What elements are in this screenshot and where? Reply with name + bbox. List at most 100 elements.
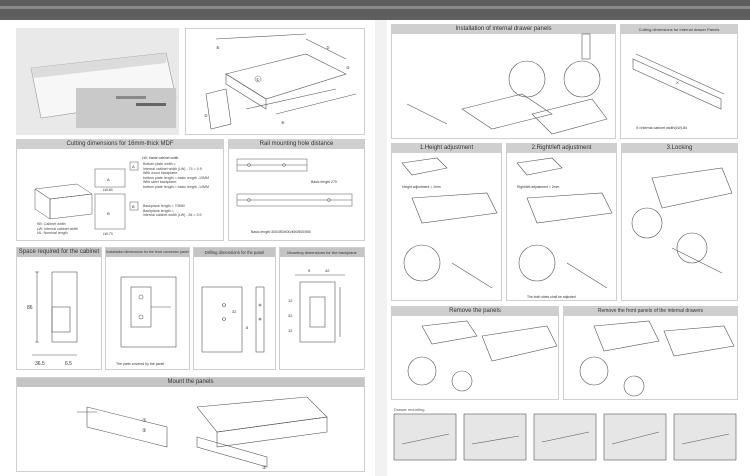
internal-install-panel: Installation of internal drawer panels xyxy=(391,24,616,139)
b-tag: B xyxy=(132,204,135,209)
part-5-label: ⑤ xyxy=(204,113,208,118)
rail-mounting-title: Rail mounting hole distance xyxy=(229,140,364,149)
connector-note: The parts covered by the panel xyxy=(116,362,164,366)
a-note-4: With steel backplane: xyxy=(143,180,178,184)
locking-diagram xyxy=(631,167,733,274)
basic-length-270: Basic length 270 xyxy=(311,180,337,184)
backplane-title: Mounting dimensions for the backplane xyxy=(280,248,364,257)
bp-a: 9 xyxy=(308,268,311,273)
exploded-drawer-diagram: ① ② ③ ④ ⑤ ⑥ xyxy=(204,33,357,130)
a-note-1: Internal cabinet width (LW) - 74 = 0.9 xyxy=(143,166,202,171)
cutting-internal-title: Cutting dimensions for internal drawer P… xyxy=(621,25,737,34)
a-tag: A xyxy=(132,164,135,169)
a-note-0: Bottom plate width = xyxy=(143,162,176,166)
backplane-diagram: 9 42 12 32 12 xyxy=(288,268,345,343)
top-bar xyxy=(0,0,750,20)
backplane-panel: Mounting dimensions for the backplane 9 … xyxy=(279,247,365,370)
legend-kb: KB: Cabinet width xyxy=(37,222,66,226)
drilling-panel: Drilling dimensions for the panel 32 8 xyxy=(193,247,276,370)
rail-mounting-panel: Rail mounting hole distance Basic length… xyxy=(228,139,365,241)
x-label: X xyxy=(676,80,679,85)
exploded-drawer-panel: ① ② ③ ④ ⑤ ⑥ xyxy=(185,28,365,135)
a-note-5: bottom plate length = basic length -14MM xyxy=(143,184,210,189)
b-notes: Backplane length = 70MM Backplane length… xyxy=(143,204,202,218)
height-adjustment-diagram: Height adjustment = 2mm xyxy=(401,157,498,289)
lw-note: LW: Inside cabinet width xyxy=(142,156,179,160)
remove-panels-diagram xyxy=(407,320,558,392)
space-required-title: Space required for the cabinet xyxy=(17,248,101,257)
drill-a: 32 xyxy=(232,309,237,314)
space-h: 86 xyxy=(27,305,33,311)
remove-panels-title: Remove the panels xyxy=(392,307,558,316)
space-required-panel: Space required for the cabinet 86 36.5 6… xyxy=(16,247,102,370)
rl-adjustment-title: 2.Right/left adjustment xyxy=(507,144,616,153)
cutting-internal-panel: Cutting dimensions for internal drawer P… xyxy=(620,24,738,139)
mount-step-1: ① xyxy=(142,418,147,424)
drawer-mounting-label: Drawer mounting xyxy=(394,407,425,412)
part-1-label: ① xyxy=(256,77,260,82)
drawer-photo-art xyxy=(16,28,179,135)
rail-diagram: Basic length 270 Basic length:300/350/40… xyxy=(236,158,353,234)
page-gutter xyxy=(375,20,387,476)
mount-panels-title: Mount the panels xyxy=(17,378,364,387)
a-label: A xyxy=(107,177,110,182)
part-6-label: ⑥ xyxy=(216,45,220,50)
height-note: Height adjustment = 2mm xyxy=(402,185,441,189)
lr-footer: The both sides shall be adjusted xyxy=(527,295,576,299)
part-2-label: ② xyxy=(326,45,330,50)
mount-step-2b: ② xyxy=(262,465,267,471)
remove-front-title: Remove the front panels of the internal … xyxy=(564,307,737,316)
cutting-dimensions-panel: Cutting dimensions for 16mm-thick MDF A … xyxy=(16,139,224,241)
part-3-label: ③ xyxy=(346,65,350,70)
internal-install-diagram xyxy=(406,33,608,135)
b-note-2: internal cabinet width (LW) - 84 = 0.9 xyxy=(143,213,202,217)
drawer-photo xyxy=(16,28,179,135)
cutting-internal-diagram: X X=Internal cabinet width(LW)-84 xyxy=(632,53,725,130)
remove-front-diagram xyxy=(579,320,735,397)
bp-d: 32 xyxy=(288,313,293,318)
connector-diagram: The parts covered by the panel xyxy=(116,276,177,366)
a-notes: Bottom plate width = Internal cabinet wi… xyxy=(143,162,209,189)
legend-nl: NL: Nominal length xyxy=(37,231,68,235)
locking-title: 3.Locking xyxy=(622,144,737,153)
mount-panels-panel: Mount the panels ① ② ② xyxy=(16,377,365,472)
drawer-mounting-diagram xyxy=(393,413,737,461)
lw73-label: LW-73 xyxy=(103,232,113,236)
remove-front-panel: Remove the front panels of the internal … xyxy=(563,306,738,400)
drawer-mounting-steps xyxy=(393,413,738,461)
b-note-1: Backplane length = xyxy=(143,208,174,213)
mount-step-2: ② xyxy=(142,428,147,434)
lw84-label: LW-84 xyxy=(103,188,113,192)
b-note-0: Backplane length = 70MM xyxy=(143,204,185,208)
drill-b: 8 xyxy=(246,325,249,330)
connector-title: Installation dimensions for the front co… xyxy=(106,248,189,257)
rl-adjustment-diagram: Right/left adjustment = 2mm The both sid… xyxy=(516,157,613,299)
rl-adjustment-panel: 2.Right/left adjustment Right/left adjus… xyxy=(506,143,617,301)
lr-note: Right/left adjustment = 2mm xyxy=(517,185,559,189)
cutting-dimensions-title: Cutting dimensions for 16mm-thick MDF xyxy=(17,140,223,149)
mount-diagram: ① ② ② xyxy=(77,396,328,471)
internal-install-title: Installation of internal drawer panels xyxy=(392,25,615,34)
part-4-label: ④ xyxy=(281,120,285,125)
basic-lengths: Basic length:300/350/400/450/500/550 xyxy=(251,230,311,234)
space-diagram: 86 36.5 6.5 xyxy=(27,271,78,367)
top-bar-stripe xyxy=(0,6,750,9)
bp-e: 12 xyxy=(288,328,293,333)
drilling-diagram: 32 8 xyxy=(201,286,265,353)
b-label: B xyxy=(107,211,110,216)
height-adjustment-panel: 1.Height adjustment Height adjustment = … xyxy=(391,143,502,301)
legend-lw: LW: Internal cabinet width xyxy=(37,226,79,231)
a-note-3: bottom plate length = basic length -10MM xyxy=(143,175,210,180)
height-adjustment-title: 1.Height adjustment xyxy=(392,144,501,153)
connector-panel: Installation dimensions for the front co… xyxy=(105,247,190,370)
cutting-legend: KB: Cabinet width LW: Internal cabinet w… xyxy=(37,222,78,236)
a-note-2: With wood backplane: xyxy=(143,171,179,175)
drilling-title: Drilling dimensions for the panel xyxy=(194,248,275,257)
cutting-internal-note: X=Internal cabinet width(LW)-84 xyxy=(636,126,687,130)
bp-b: 42 xyxy=(325,268,330,273)
bp-c: 12 xyxy=(288,298,293,303)
cutting-diagram: A B A B LW-84 LW-73 LW: Inside cabinet w… xyxy=(34,156,179,236)
space-w1: 36.5 xyxy=(35,361,45,367)
space-w2: 6.5 xyxy=(65,361,72,367)
locking-panel: 3.Locking xyxy=(621,143,738,301)
